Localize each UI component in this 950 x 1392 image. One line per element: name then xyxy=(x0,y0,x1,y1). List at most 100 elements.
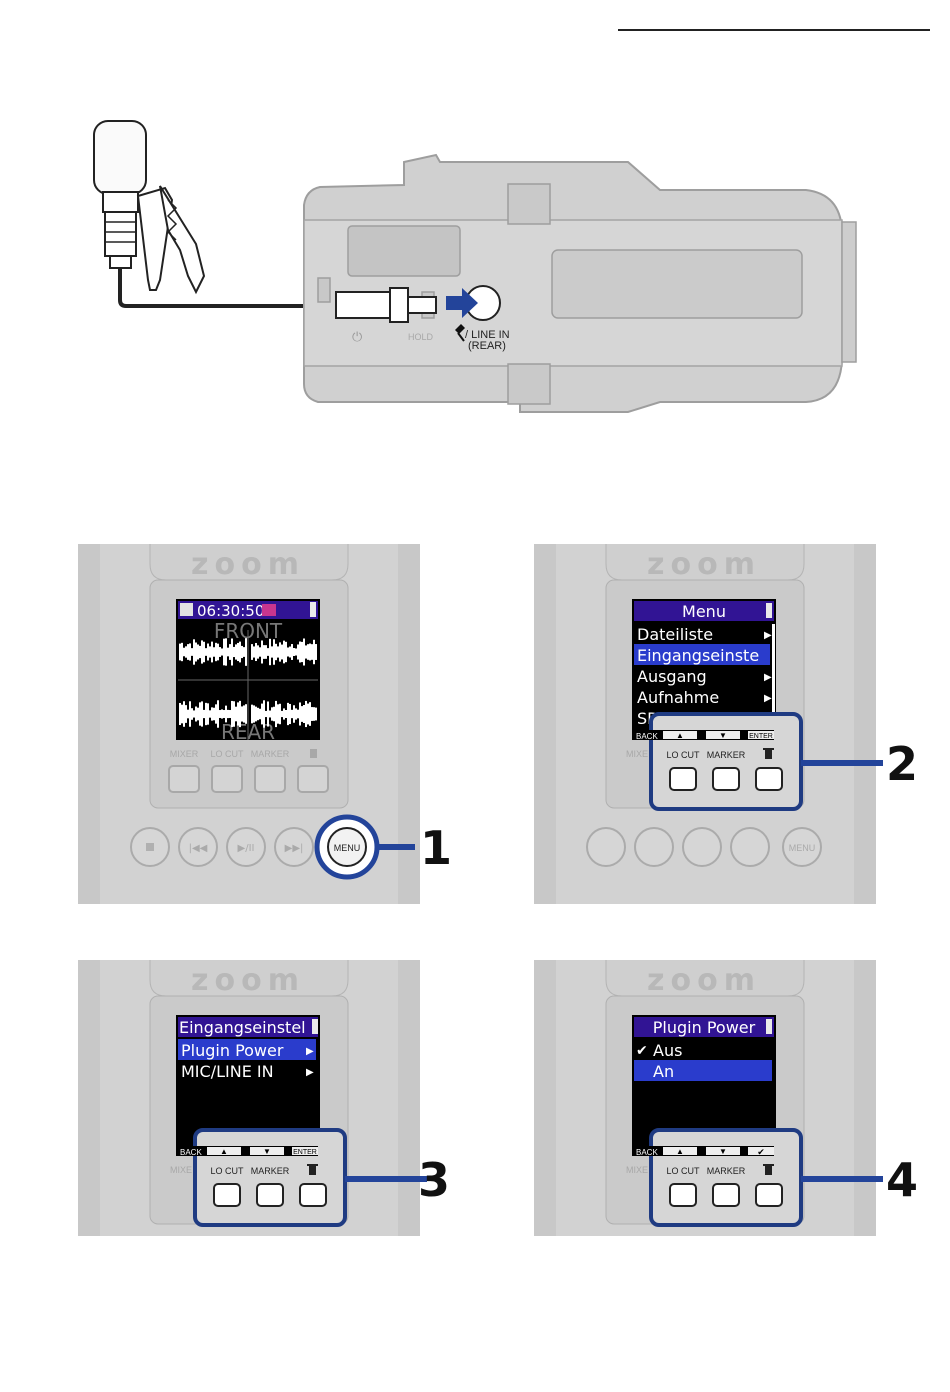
enter-button[interactable] xyxy=(299,1183,327,1207)
waveform-bar xyxy=(201,640,203,664)
screen-title: Menu xyxy=(682,602,726,621)
battery-icon xyxy=(766,603,772,618)
waveform-bar xyxy=(261,640,263,664)
callout-box: BACK ▲ ▼ ENTER LO CUT MARKER 3 xyxy=(178,1128,450,1227)
waveform-bar xyxy=(263,700,265,728)
waveform-bar xyxy=(215,704,217,724)
callout-box: BACK ▲ ▼ ENTER LO CUT MARKER 2 xyxy=(634,712,918,811)
waveform-bar xyxy=(307,644,309,660)
enter-button[interactable] xyxy=(755,767,783,791)
waveform-bar xyxy=(187,644,189,660)
waveform-bar xyxy=(281,710,283,718)
enter-button[interactable] xyxy=(755,1183,783,1207)
waveform-bar xyxy=(209,646,211,658)
power-label: ⏻ xyxy=(352,330,362,345)
down-button[interactable] xyxy=(256,1183,284,1207)
waveform-bar xyxy=(287,647,289,657)
waveform-bar xyxy=(225,638,227,666)
menu-item-mic-line-in[interactable]: MIC/LINE IN xyxy=(181,1062,274,1081)
jack-label: / LINE IN xyxy=(465,329,510,341)
softkey-enter: ENTER xyxy=(749,733,773,740)
menu-button[interactable] xyxy=(327,827,367,867)
next-button[interactable] xyxy=(274,827,314,867)
waveform-bar xyxy=(209,710,211,718)
down-button[interactable] xyxy=(712,1183,740,1207)
callout-label-locut: LO CUT xyxy=(666,750,700,760)
next-button[interactable] xyxy=(730,827,770,867)
waveform-bar xyxy=(301,641,303,663)
waveform-bar xyxy=(295,708,297,720)
waveform-bar xyxy=(185,705,187,723)
waveform-bar xyxy=(275,700,277,728)
waveform-bar xyxy=(187,709,189,719)
waveform-bar xyxy=(293,648,295,656)
prev-button[interactable] xyxy=(178,827,218,867)
waveform-bar xyxy=(263,645,265,659)
play-pause-button[interactable] xyxy=(226,827,266,867)
option-an[interactable]: An xyxy=(653,1062,674,1081)
waveform-bar xyxy=(255,642,257,662)
panel-step-4: zoom Plugin Power ✔ Aus An MIXE BACK ▲ ▼… xyxy=(534,960,918,1236)
submenu-arrow-icon: ▶ xyxy=(764,672,772,683)
waveform-bar xyxy=(299,702,301,726)
callout-box: BACK ▲ ▼ ✔ LO CUT MARKER 4 xyxy=(634,1128,918,1227)
waveform-bar xyxy=(253,705,255,723)
waveform-bar xyxy=(233,701,235,727)
waveform-bar xyxy=(213,707,215,721)
waveform-bar xyxy=(257,645,259,659)
function-button-1[interactable] xyxy=(168,765,200,793)
softkey-confirm: ✔ xyxy=(757,1147,765,1157)
menu-item-ausgang[interactable]: Ausgang xyxy=(637,667,707,686)
screen-title: Plugin Power xyxy=(653,1018,756,1037)
waveform-bar xyxy=(235,706,237,722)
menu-button[interactable] xyxy=(782,827,822,867)
play-pause-button[interactable] xyxy=(682,827,722,867)
waveform-bar xyxy=(295,648,297,656)
function-button-2[interactable] xyxy=(211,765,243,793)
waveform-bar xyxy=(313,639,315,665)
waveform-bar xyxy=(243,647,245,657)
up-button[interactable] xyxy=(213,1183,241,1207)
up-button[interactable] xyxy=(669,1183,697,1207)
function-label-mixer: MIXER xyxy=(170,749,199,759)
waveform-bar xyxy=(215,642,217,662)
function-button-3[interactable] xyxy=(254,765,286,793)
waveform-bar xyxy=(229,644,231,660)
waveform-bar xyxy=(271,646,273,658)
waveform-bar xyxy=(219,647,221,657)
scrollbar[interactable] xyxy=(772,624,775,724)
down-button[interactable] xyxy=(712,767,740,791)
option-aus[interactable]: Aus xyxy=(653,1041,682,1060)
trash-icon xyxy=(310,749,317,758)
waveform-bar xyxy=(289,703,291,725)
prev-button[interactable] xyxy=(634,827,674,867)
waveform-bar xyxy=(197,707,199,721)
waveform-bar xyxy=(235,644,237,660)
stop-button[interactable] xyxy=(586,827,626,867)
waveform-bar xyxy=(221,709,223,719)
menu-item-eingangseinstellungen[interactable]: Eingangseinste xyxy=(637,646,759,665)
waveform-bar xyxy=(183,647,185,657)
waveform-bar xyxy=(251,704,253,724)
ghost-mixer-label: MIXE xyxy=(626,1165,648,1175)
waveform-bar xyxy=(279,703,281,725)
softkey-back: BACK xyxy=(636,1148,658,1157)
function-button-4[interactable] xyxy=(297,765,329,793)
option-selected-highlight xyxy=(634,1060,772,1081)
softkey-enter: ENTER xyxy=(293,1149,317,1156)
panel-step-2: zoom Menu Dateiliste Eingangseinste Ausg… xyxy=(534,544,918,904)
trash-icon xyxy=(763,748,774,759)
waveform-bar xyxy=(281,644,283,660)
brand-logo: zoom xyxy=(191,963,305,998)
menu-item-dateiliste[interactable]: Dateiliste xyxy=(637,625,713,644)
waveform-bar xyxy=(241,645,243,659)
menu-item-selected-highlight xyxy=(634,644,770,665)
waveform-bar xyxy=(279,642,281,662)
submenu-arrow-icon: ▶ xyxy=(764,630,772,641)
waveform-bar xyxy=(195,706,197,722)
up-button[interactable] xyxy=(669,767,697,791)
menu-item-plugin-power[interactable]: Plugin Power xyxy=(181,1041,284,1060)
menu-item-aufnahme[interactable]: Aufnahme xyxy=(637,688,719,707)
callout-label-locut: LO CUT xyxy=(666,1166,700,1176)
waveform-bar xyxy=(291,709,293,719)
